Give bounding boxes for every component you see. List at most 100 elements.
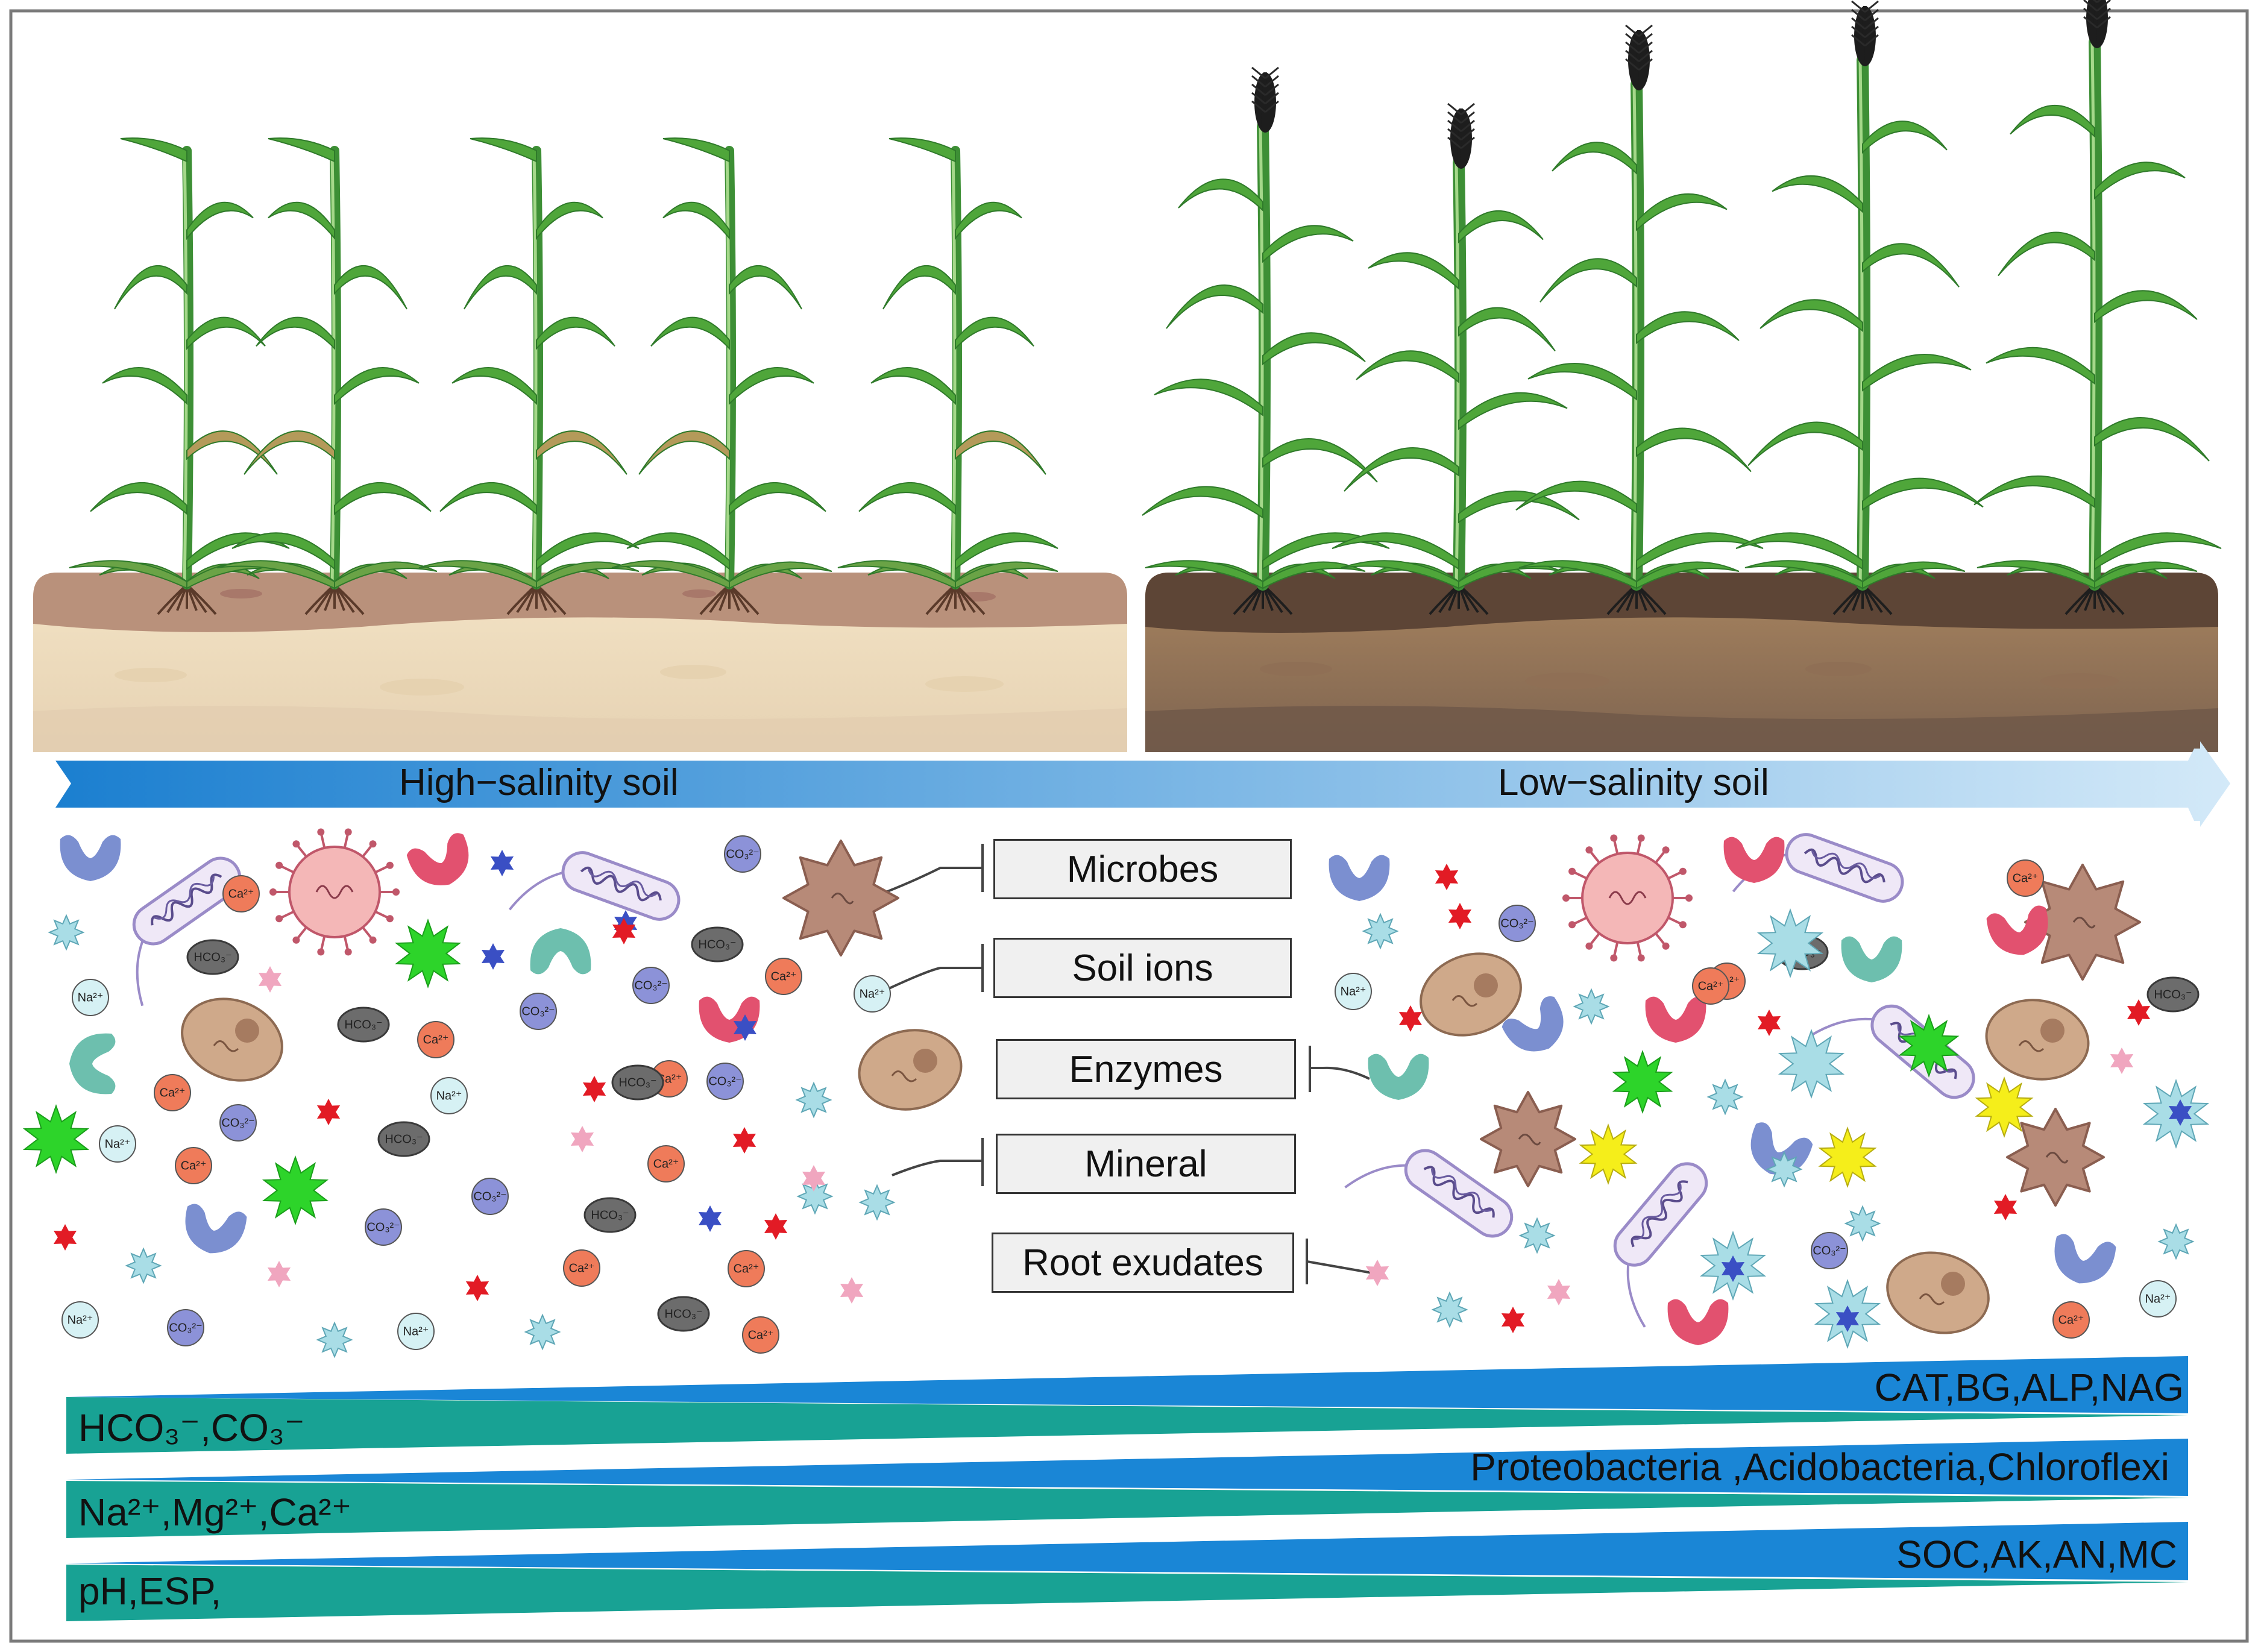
wedge-label-enzymes: CAT,BG,ALP,NAG [1874, 1366, 2184, 1409]
svg-text:Ca²⁺: Ca²⁺ [228, 887, 254, 900]
ion-na: Na²⁺ [430, 1077, 468, 1114]
fungal-cell [1886, 1251, 1990, 1334]
wedge-label-ph-esp: pH,ESP, [78, 1569, 222, 1613]
svg-text:Ca²⁺: Ca²⁺ [771, 970, 797, 983]
svg-text:Ca²⁺: Ca²⁺ [734, 1262, 759, 1275]
ion-co3: CO₃²⁻ [1811, 1232, 1848, 1269]
bacterium [132, 856, 242, 1007]
root-exudate [1448, 903, 1472, 929]
svg-text:Ca²⁺: Ca²⁺ [2058, 1313, 2084, 1327]
amoeba [2006, 1108, 2105, 1207]
mineral [1975, 1076, 2034, 1138]
root-exudate [840, 1277, 864, 1304]
figure-border [9, 9, 2249, 1643]
mineral [1518, 1217, 1556, 1254]
enzyme [1986, 905, 2048, 955]
stunted-plant [418, 137, 640, 615]
ion-ca: Ca²⁺ [2052, 1301, 2090, 1339]
svg-text:CO₃²⁻: CO₃²⁻ [708, 1075, 741, 1088]
mineral [394, 919, 462, 988]
mineral [1898, 1014, 1960, 1078]
ion-co3: CO₃²⁻ [365, 1208, 402, 1246]
svg-text:HCO₃⁻: HCO₃⁻ [664, 1307, 702, 1321]
svg-text:Ca²⁺: Ca²⁺ [181, 1159, 207, 1172]
root-exudate [612, 918, 636, 944]
mineral [1766, 1151, 1803, 1188]
enzyme [1723, 837, 1785, 883]
enzyme [1502, 996, 1564, 1052]
svg-text:HCO₃⁻: HCO₃⁻ [698, 938, 736, 951]
svg-text:Na²⁺: Na²⁺ [105, 1137, 131, 1151]
svg-text:Ca²⁺: Ca²⁺ [2013, 872, 2039, 885]
mineral [125, 1247, 162, 1284]
ion-hco3: HCO₃⁻ [2146, 976, 2200, 1013]
root-exudate [1547, 1279, 1571, 1305]
high-salinity-soil-block [33, 573, 1127, 752]
ion-ca: Ca²⁺ [154, 1074, 191, 1111]
fungal-cell [181, 997, 283, 1082]
svg-text:Na²⁺: Na²⁺ [78, 991, 104, 1004]
root-exudate [570, 1126, 594, 1152]
svg-text:Ca²⁺: Ca²⁺ [748, 1328, 774, 1342]
enzyme [699, 996, 760, 1043]
root-exudate [1757, 1010, 1781, 1036]
root-exudate [481, 943, 505, 970]
enzyme [1667, 1299, 1729, 1345]
wedge-label-nutrients: SOC,AK,AN,MC [1896, 1533, 2177, 1576]
svg-text:CO₃²⁻: CO₃²⁻ [473, 1190, 506, 1203]
root-exudate [1835, 1305, 1860, 1332]
ion-ca: Ca²⁺ [1692, 967, 1729, 1005]
mature-plant [1515, 24, 1764, 615]
svg-text:Ca²⁺: Ca²⁺ [1698, 979, 1724, 993]
legend-connectors [885, 844, 1373, 1284]
ion-co3: CO₃²⁻ [724, 835, 761, 873]
svg-text:HCO₃⁻: HCO₃⁻ [385, 1132, 423, 1146]
ion-hco3: HCO₃⁻ [377, 1121, 430, 1157]
svg-text:Ca²⁺: Ca²⁺ [653, 1157, 679, 1170]
root-exudate [53, 1224, 77, 1251]
root-exudate [2127, 999, 2151, 1026]
legend-microbes: Microbes [993, 839, 1292, 899]
enzyme-activity-wedge [66, 1356, 2188, 1413]
mineral [2157, 1223, 2195, 1260]
svg-text:Na²⁺: Na²⁺ [860, 987, 885, 1000]
enzyme [60, 835, 121, 881]
mineral [1612, 1050, 1673, 1114]
mineral [1818, 1126, 1877, 1188]
amoeba [1480, 1091, 1576, 1187]
ion-ca: Ca²⁺ [417, 1021, 454, 1058]
ion-na: Na²⁺ [72, 979, 109, 1016]
root-exudate [732, 1127, 756, 1154]
amoeba [782, 840, 899, 956]
enzyme [69, 1033, 116, 1095]
salinity-gradient-arrow [55, 741, 2230, 827]
low-salinity-plants [1142, 0, 2222, 615]
mineral [48, 914, 85, 951]
ion-na: Na²⁺ [99, 1125, 136, 1163]
root-exudate [1435, 864, 1459, 890]
ion-hco3: HCO₃⁻ [657, 1296, 710, 1332]
svg-text:CO₃²⁻: CO₃²⁻ [521, 1005, 555, 1018]
ion-ca: Ca²⁺ [742, 1316, 779, 1354]
root-exudate [258, 966, 282, 993]
mineral [1579, 1123, 1638, 1185]
mineral [1706, 1078, 1744, 1116]
root-exudate [1501, 1307, 1525, 1333]
fungal-cell [1420, 952, 1522, 1037]
ion-co3: CO₃²⁻ [167, 1309, 204, 1346]
ion-ca: Ca²⁺ [765, 958, 802, 995]
ion-hco3: HCO₃⁻ [337, 1007, 390, 1043]
enzyme [2054, 1234, 2116, 1284]
ion-na: Na²⁺ [2139, 1280, 2177, 1318]
mineral [22, 1104, 90, 1174]
stunted-plant [837, 137, 1058, 615]
mineral [262, 1155, 329, 1225]
mineral [795, 1081, 832, 1119]
svg-text:CO₃²⁻: CO₃²⁻ [1500, 917, 1533, 930]
root-exudate [316, 1099, 341, 1125]
svg-text:HCO₃⁻: HCO₃⁻ [344, 1018, 382, 1031]
ion-co3: CO₃²⁻ [219, 1104, 257, 1142]
mineral [796, 1178, 834, 1215]
cation-wedge [66, 1481, 2188, 1538]
